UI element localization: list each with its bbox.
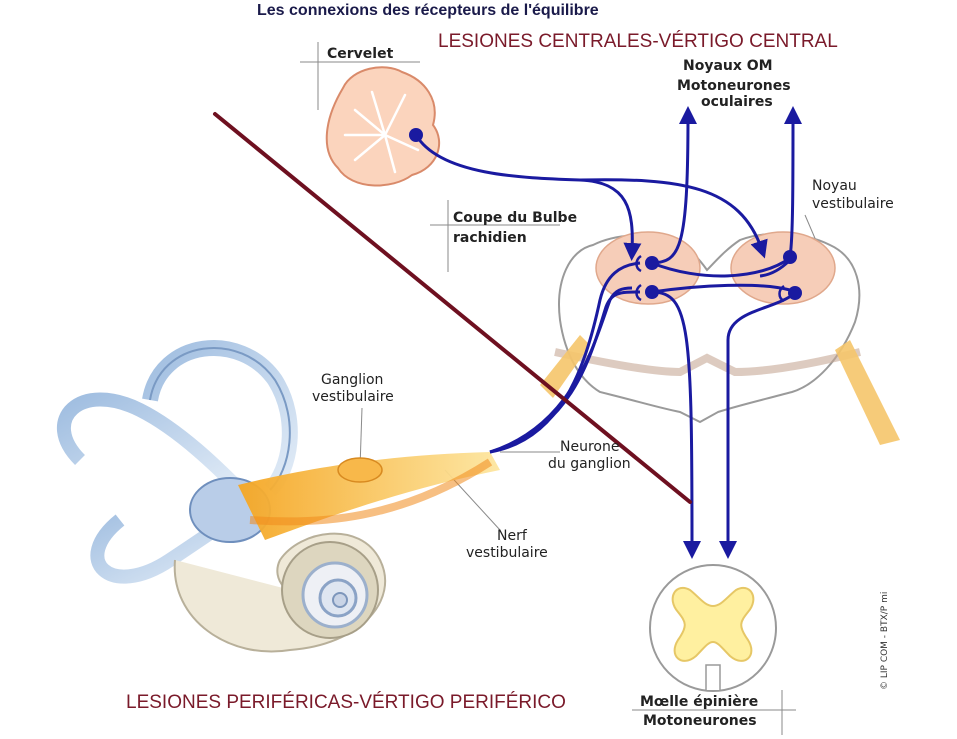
label-noyau-2: vestibulaire — [812, 196, 894, 212]
label-ganglion-1: Ganglion — [321, 372, 384, 388]
label-motoneurones-oculaires-1: Motoneurones — [677, 78, 791, 94]
label-ganglion-2: vestibulaire — [312, 389, 394, 405]
label-coupe-bulbe-2: rachidien — [453, 230, 527, 246]
label-moelle-epiniere: Mœlle épinière — [640, 694, 759, 710]
label-motoneurones: Motoneurones — [643, 713, 757, 729]
label-nerf-1: Nerf — [497, 528, 527, 544]
inner-ear-illustration — [56, 340, 500, 653]
spinal-cord-section — [649, 564, 777, 692]
label-motoneurones-oculaires-2: oculaires — [701, 94, 773, 110]
label-noyau-1: Noyau — [812, 178, 857, 194]
synapse-node — [645, 285, 659, 299]
synapse-node — [788, 286, 802, 300]
central-lesion-annotation: LESIONES CENTRALES-VÉRTIGO CENTRAL — [438, 31, 838, 52]
cerebellum-illustration — [325, 66, 441, 187]
medulla-section — [540, 231, 900, 445]
label-neurone-2: du ganglion — [548, 456, 631, 472]
image-credit: © LIP COM - BTX/P mi — [880, 591, 890, 690]
diagram-title: Les connexions des récepteurs de l'équil… — [257, 2, 599, 19]
label-coupe-bulbe-1: Coupe du Bulbe — [453, 210, 578, 226]
label-noyaux-om: Noyaux OM — [683, 58, 773, 74]
neuron-synapses — [645, 250, 802, 300]
lesion-divider-line — [213, 112, 692, 504]
peripheral-lesion-annotation: LESIONES PERIFÉRICAS-VÉRTIGO PERIFÉRICO — [126, 692, 566, 713]
synapse-node — [783, 250, 797, 264]
label-neurone-1: Neurone — [560, 439, 620, 455]
label-nerf-2: vestibulaire — [466, 545, 548, 561]
synapse-terminals — [635, 254, 785, 303]
synapse-node — [645, 256, 659, 270]
label-cervelet: Cervelet — [327, 46, 394, 62]
